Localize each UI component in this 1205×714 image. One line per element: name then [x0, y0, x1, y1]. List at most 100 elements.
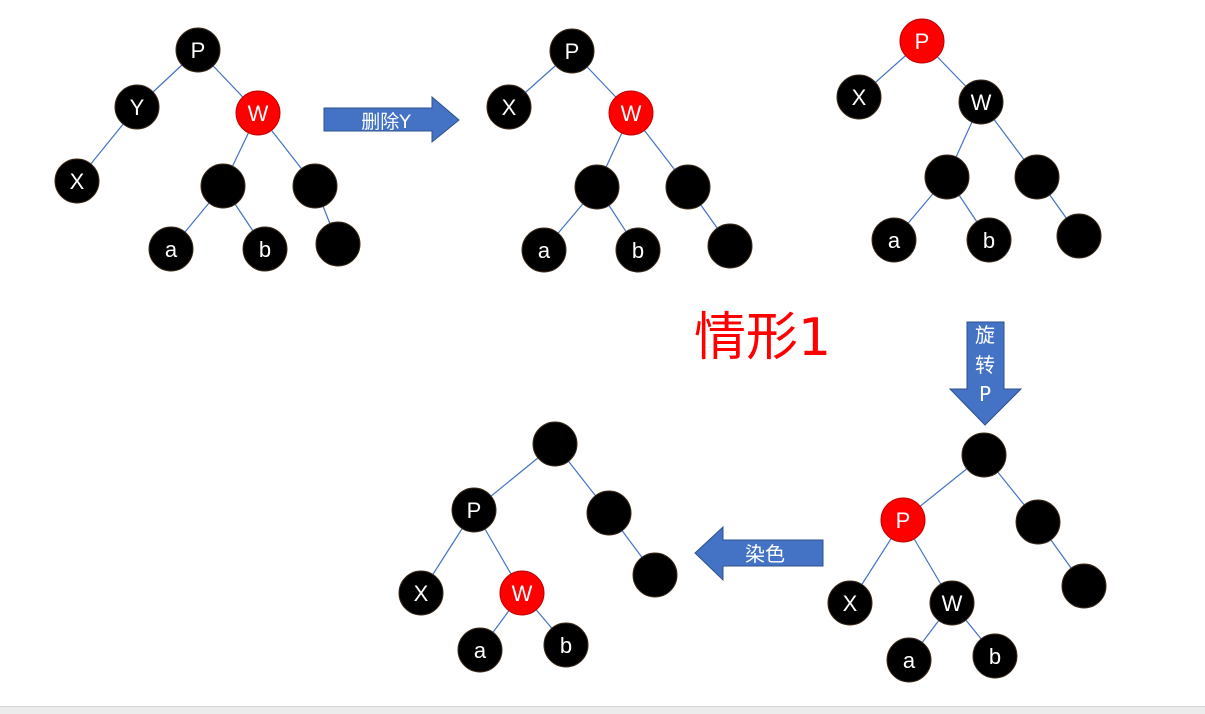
tree-node: b [966, 217, 1012, 263]
node-circle [54, 158, 100, 204]
node-circle [200, 163, 246, 209]
node-label: b [983, 228, 995, 253]
delete-arrow: 删除Y [323, 95, 460, 144]
tree-node: a [457, 627, 503, 673]
tree-node [1056, 213, 1102, 259]
node-label: b [259, 237, 271, 262]
node-circle [532, 421, 578, 467]
node-label: a [474, 638, 487, 663]
tree-node: X [398, 570, 444, 616]
node-label: X [843, 591, 858, 616]
node-circle [1015, 499, 1061, 545]
node-label: P [896, 508, 911, 533]
tree-node: a [871, 217, 917, 263]
tree-node [665, 164, 711, 210]
node-label: X [70, 169, 85, 194]
node-circle [958, 79, 1004, 125]
node-circle [929, 580, 975, 626]
node-circle [886, 637, 932, 683]
tree-node: b [543, 622, 589, 668]
rotate-arrow-label: P [979, 382, 991, 406]
node-circle [451, 487, 497, 533]
tree-node: b [242, 226, 288, 272]
right-arrow-shape [323, 95, 460, 144]
node-label: P [565, 39, 580, 64]
node-circle [114, 84, 160, 130]
tree-node [707, 223, 753, 269]
rotate-arrow-label: 旋 [975, 323, 995, 347]
delete-arrow-label: 删除Y [361, 111, 411, 133]
tree-node [961, 432, 1007, 478]
tree-node: X [836, 74, 882, 120]
tree-node [1061, 563, 1107, 609]
node-circle [457, 627, 503, 673]
node-circle [880, 497, 926, 543]
node-circle [499, 570, 545, 616]
node-circle [242, 226, 288, 272]
node-circle [615, 227, 661, 273]
tree-after-delete: P X Wa b [486, 28, 753, 273]
tree-node: a [521, 227, 567, 273]
tree-node [1015, 499, 1061, 545]
node-label: W [942, 591, 963, 616]
node-circle [966, 217, 1012, 263]
node-circle [871, 217, 917, 263]
tree-node: P [451, 487, 497, 533]
tree-node: X [827, 580, 873, 626]
node-circle [827, 580, 873, 626]
node-label: a [165, 237, 178, 262]
node-circle [398, 570, 444, 616]
tree-node: P [899, 18, 945, 64]
node-circle [899, 18, 945, 64]
node-label: b [632, 238, 644, 263]
tree-node [532, 421, 578, 467]
node-label: a [888, 228, 901, 253]
node-circle [292, 163, 338, 209]
node-label: X [502, 95, 517, 120]
tree-node: P [549, 28, 595, 74]
node-circle [632, 552, 678, 598]
node-circle [148, 226, 194, 272]
tree-node [292, 163, 338, 209]
tree-node: b [972, 633, 1018, 679]
left-arrow-shape [694, 525, 824, 582]
node-circle [235, 90, 281, 136]
node-label: Y [130, 95, 145, 120]
node-label: X [414, 581, 429, 606]
down-arrow-shape [948, 321, 1023, 426]
node-circle [972, 633, 1018, 679]
recolor-arrow: 染色 [694, 525, 824, 582]
node-circle [315, 221, 361, 267]
tree-node [1014, 154, 1060, 200]
node-circle [574, 164, 620, 210]
node-circle [586, 490, 632, 536]
node-label: a [903, 648, 916, 673]
tree-node: W [499, 570, 545, 616]
node-circle [1014, 154, 1060, 200]
node-label: W [971, 90, 992, 115]
node-circle [707, 223, 753, 269]
tree-node: a [886, 637, 932, 683]
tree-node [315, 221, 361, 267]
node-circle [608, 90, 654, 136]
tree-node [586, 490, 632, 536]
tree-node: P [175, 27, 221, 73]
node-circle [543, 622, 589, 668]
node-circle [1056, 213, 1102, 259]
node-circle [665, 164, 711, 210]
tree-node: P [880, 497, 926, 543]
node-label: P [191, 38, 206, 63]
rotate-arrow-label: 转 [975, 353, 995, 377]
tree-node: W [608, 90, 654, 136]
tree-node [924, 154, 970, 200]
node-label: W [621, 101, 642, 126]
node-circle [175, 27, 221, 73]
tree-node [200, 163, 246, 209]
node-label: P [467, 498, 482, 523]
tree-node: W [929, 580, 975, 626]
node-label: b [989, 644, 1001, 669]
tree-node: W [958, 79, 1004, 125]
node-label: b [560, 633, 572, 658]
